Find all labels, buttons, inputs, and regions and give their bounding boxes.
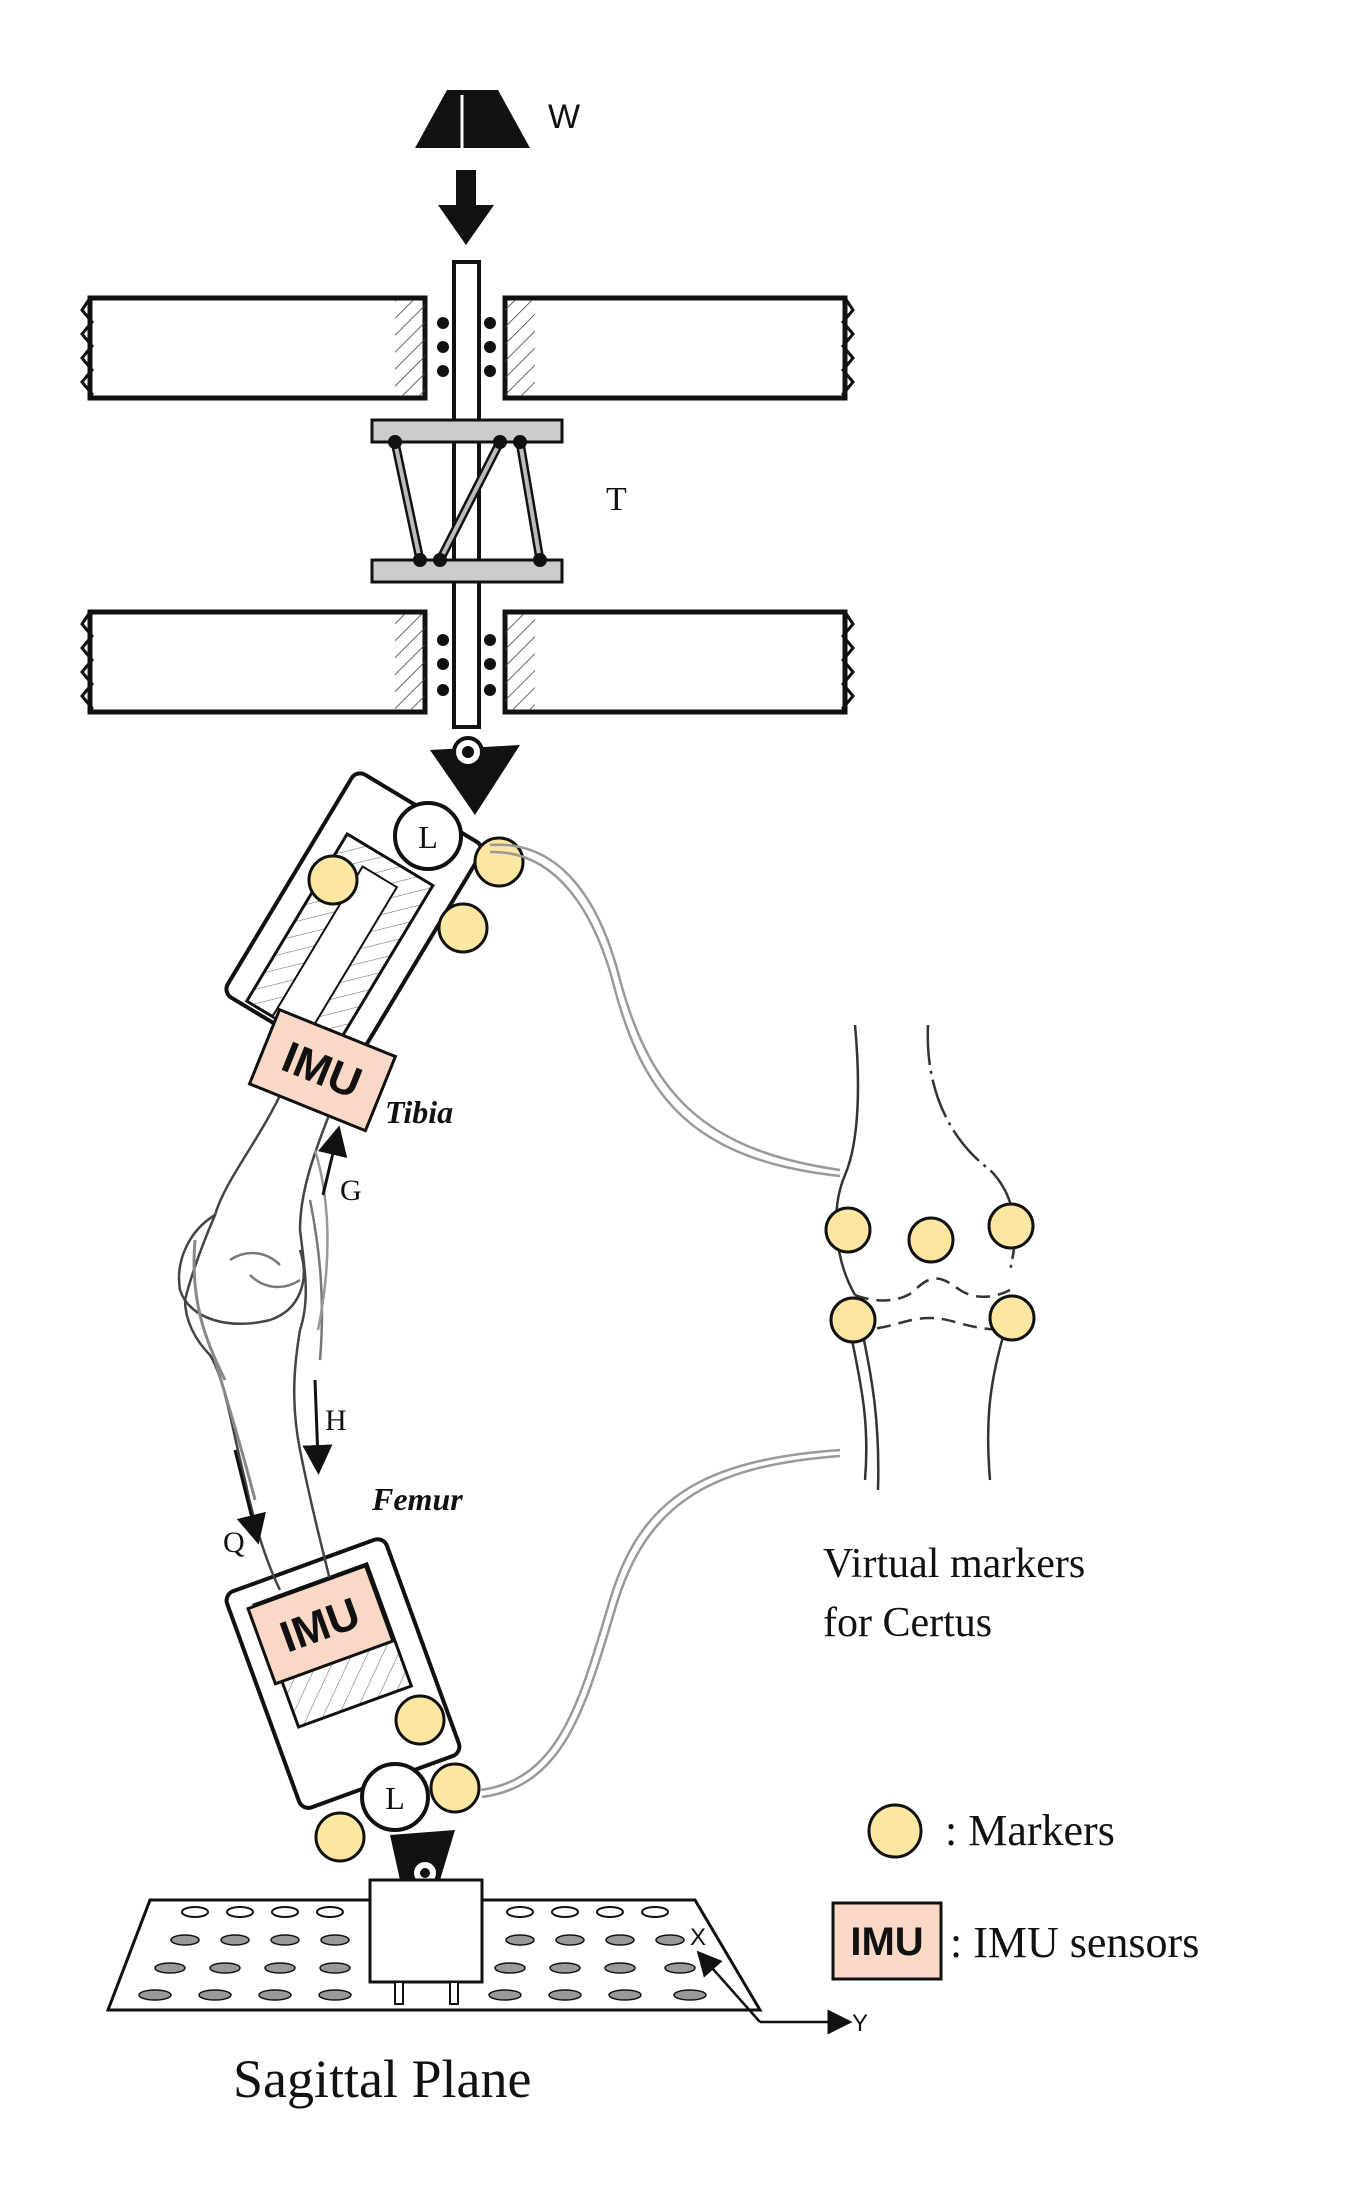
gastrocnemius-label: G (340, 1174, 362, 1207)
axis-y-label: Y (852, 2010, 868, 2037)
load-cell-top-label: L (418, 819, 438, 855)
legend: : Markers IMU : IMU sensors (831, 1803, 1199, 1981)
virtual-markers-line1: Virtual markers (823, 1541, 1085, 1587)
quadriceps-arrow (233, 1449, 266, 1545)
hamstrings-label: H (325, 1404, 347, 1437)
marker (437, 902, 489, 954)
imu-femur: IMU (246, 1563, 395, 1686)
weight-icon (415, 90, 530, 148)
load-arrow-icon (438, 170, 494, 245)
femur-label: Femur (371, 1481, 463, 1517)
axes: X Y (690, 1924, 868, 2037)
virtual-markers-line2: for Certus (823, 1600, 992, 1646)
legend-imu-box-text: IMU (850, 1920, 923, 1964)
legend-marker-swatch (867, 1803, 923, 1859)
imu-tibia: IMU (247, 1007, 398, 1133)
gastrocnemius-arrow (317, 1125, 348, 1196)
linkage-track: T (370, 418, 627, 584)
tibia-label: Tibia (385, 1094, 453, 1130)
load-cell-bottom: L (360, 1762, 430, 1832)
muscle-forces: G H Q (223, 1125, 362, 1559)
marker (824, 1206, 872, 1254)
legend-markers-label: : Markers (945, 1806, 1115, 1855)
marker (988, 1294, 1036, 1342)
base-plate (105, 1878, 763, 2012)
marker (473, 836, 525, 888)
marker (907, 1216, 955, 1264)
caption: Sagittal Plane (233, 2049, 531, 2109)
load-cell-top: L (393, 801, 463, 871)
legend-imu-swatch (831, 1901, 943, 1981)
marker (394, 1694, 446, 1746)
knee-bones (177, 1084, 337, 1591)
marker (307, 854, 359, 906)
marker (429, 1762, 481, 1814)
weight-label: W (548, 98, 580, 136)
weight-assembly: W (415, 90, 580, 245)
track-label: T (606, 481, 627, 518)
top-joint (430, 736, 520, 815)
legend-imu-label: : IMU sensors (950, 1918, 1199, 1967)
marker (829, 1296, 877, 1344)
hamstrings-arrow (302, 1379, 333, 1475)
marker (314, 1811, 366, 1863)
bottom-joint (390, 1830, 455, 1888)
fixture-markers (307, 836, 525, 1863)
upper-rail (80, 295, 855, 401)
lower-rail (80, 609, 855, 715)
quadriceps-label: Q (223, 1526, 245, 1559)
axis-x-label: X (690, 1924, 706, 1951)
virtual-links (479, 843, 841, 1799)
marker (987, 1202, 1035, 1250)
load-cell-bottom-label: L (385, 1780, 405, 1816)
virtual-markers (824, 1202, 1036, 1344)
